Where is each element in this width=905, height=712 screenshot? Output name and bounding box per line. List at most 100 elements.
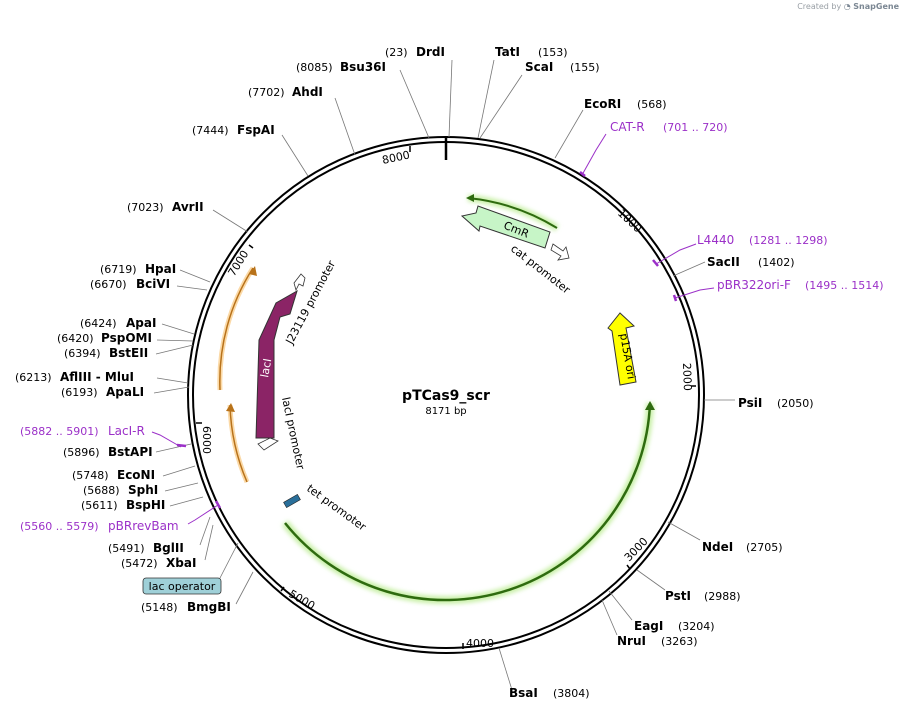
primer-cat-r[interactable]: CAT-R — [610, 120, 645, 134]
tet-promoter-feature[interactable]: tet promoter — [283, 482, 369, 534]
primer-pbrrevbam[interactable]: pBRrevBam — [108, 519, 179, 533]
laci-feature[interactable]: lacI — [255, 289, 298, 439]
site-position: (2705) — [746, 541, 783, 554]
primer-marks — [176, 171, 678, 509]
site-leader-lines-left — [153, 69, 430, 605]
site-bsai[interactable]: BsaI — [509, 686, 538, 700]
primer-leader-lines — [151, 133, 715, 525]
site-position: (6394) — [64, 347, 101, 360]
site-ahdi[interactable]: AhdI — [292, 85, 323, 99]
plasmid-length: 8171 bp — [425, 406, 466, 417]
snapgene-credit: Created by ◔ SnapGene — [797, 2, 899, 11]
site-position: (2050) — [777, 397, 814, 410]
site-position: (1402) — [758, 256, 795, 269]
site-ecori[interactable]: EcoRI — [584, 97, 621, 111]
site-position: (23) — [385, 46, 408, 59]
orf-arc-upper[interactable] — [466, 194, 559, 231]
site-position: (2988) — [704, 590, 741, 603]
orange-arc-upper[interactable] — [217, 266, 257, 391]
site-position: (5611) — [81, 499, 118, 512]
tet-promoter-label: tet promoter — [304, 482, 369, 534]
site-position: (5148) — [141, 601, 178, 614]
site-position: (3204) — [678, 620, 715, 633]
primer-laci-r[interactable]: LacI-R — [108, 424, 145, 438]
site-position: (7444) — [192, 124, 229, 137]
site-fspai[interactable]: FspAI — [237, 123, 275, 137]
credit-prefix: Created by — [797, 2, 842, 11]
site-position: (5896) — [63, 446, 100, 459]
site-position: (6213) — [15, 371, 52, 384]
site-econi[interactable]: EcoNI — [117, 468, 155, 482]
laci-label: lacI — [258, 357, 274, 378]
site-bstapi[interactable]: BstAPI — [108, 445, 153, 459]
site-ndei[interactable]: NdeI — [702, 540, 733, 554]
site-bglii[interactable]: BglII — [153, 541, 184, 555]
site-apai[interactable]: ApaI — [126, 316, 156, 330]
cat-promoter-feature[interactable]: cat promoter — [508, 242, 573, 297]
site-eagi[interactable]: EagI — [634, 619, 663, 633]
site-afliii-mlui[interactable]: AflIII - MluI — [60, 370, 134, 384]
site-position: (6719) — [100, 263, 137, 276]
site-position: (6424) — [80, 317, 117, 330]
tick-7000 — [248, 244, 254, 249]
site-position: (3804) — [553, 687, 590, 700]
site-drdi[interactable]: DrdI — [416, 45, 445, 59]
site-position: (153) — [538, 46, 568, 59]
site-position: (5748) — [72, 469, 109, 482]
site-position: (8085) — [296, 61, 333, 74]
site-hpai[interactable]: HpaI — [145, 262, 176, 276]
site-position: (155) — [570, 61, 600, 74]
site-bsu36i[interactable]: Bsu36I — [340, 60, 386, 74]
site-position: (5491) — [108, 542, 145, 555]
p15a-ori-feature[interactable]: p15A ori — [607, 312, 638, 386]
credit-brand: SnapGene — [853, 2, 899, 11]
ticks — [196, 146, 696, 649]
primer-l4440[interactable]: L4440 — [697, 233, 734, 247]
site-pspomi[interactable]: PspOMI — [101, 331, 152, 345]
cmr-feature[interactable]: CmR — [460, 205, 551, 249]
site-leader-lines-right — [448, 59, 735, 691]
site-scai[interactable]: ScaI — [525, 60, 553, 74]
tick-label: 6000 — [200, 426, 213, 454]
laci-promoter-label: lacI promoter — [279, 396, 307, 471]
site-avrii[interactable]: AvrII — [172, 200, 204, 214]
site-position: (7702) — [248, 86, 285, 99]
orf-arrowhead — [645, 401, 655, 410]
site-sphi[interactable]: SphI — [128, 483, 158, 497]
site-position: (5472) — [121, 557, 158, 570]
site-psti[interactable]: PstI — [665, 589, 691, 603]
site-bcivi[interactable]: BciVI — [136, 277, 170, 291]
plasmid-name: pTCas9_scr — [402, 388, 490, 404]
site-position: (6670) — [90, 278, 127, 291]
orf-arc-large[interactable] — [281, 401, 655, 604]
orange-arc-lower[interactable] — [226, 403, 250, 483]
site-bmgbi[interactable]: BmgBI — [187, 600, 231, 614]
primer-pbr322ori-f[interactable]: pBR322ori-F — [717, 278, 791, 292]
primer-range: (1495 .. 1514) — [805, 279, 884, 292]
site-position: (6193) — [61, 386, 98, 399]
site-sacii[interactable]: SacII — [707, 255, 740, 269]
tick-label: 4000 — [466, 637, 494, 650]
site-tati[interactable]: TatI — [495, 45, 520, 59]
site-position: (6420) — [57, 332, 94, 345]
tick-5000 — [280, 586, 285, 592]
site-nrui[interactable]: NruI — [617, 634, 646, 648]
site-bsteii[interactable]: BstEII — [109, 346, 148, 360]
snapgene-logo-icon: ◔ — [843, 2, 851, 11]
primer-range: (5560 .. 5579) — [20, 520, 99, 533]
site-xbai[interactable]: XbaI — [166, 556, 196, 570]
site-position: (7023) — [127, 201, 164, 214]
site-apali[interactable]: ApaLI — [106, 385, 144, 399]
lac-operator-feature[interactable]: lac operator — [142, 542, 239, 595]
site-psii[interactable]: PsiI — [738, 396, 762, 410]
backbone — [187, 136, 705, 654]
site-bsphi[interactable]: BspHI — [126, 498, 165, 512]
tick-1000 — [626, 217, 631, 222]
lac-operator-label: lac operator — [149, 580, 216, 593]
tick-label: 2000 — [680, 363, 694, 391]
site-position: (3263) — [661, 635, 698, 648]
tick-label: 8000 — [381, 148, 411, 167]
primer-range: (701 .. 720) — [663, 121, 728, 134]
site-position: (5688) — [83, 484, 120, 497]
